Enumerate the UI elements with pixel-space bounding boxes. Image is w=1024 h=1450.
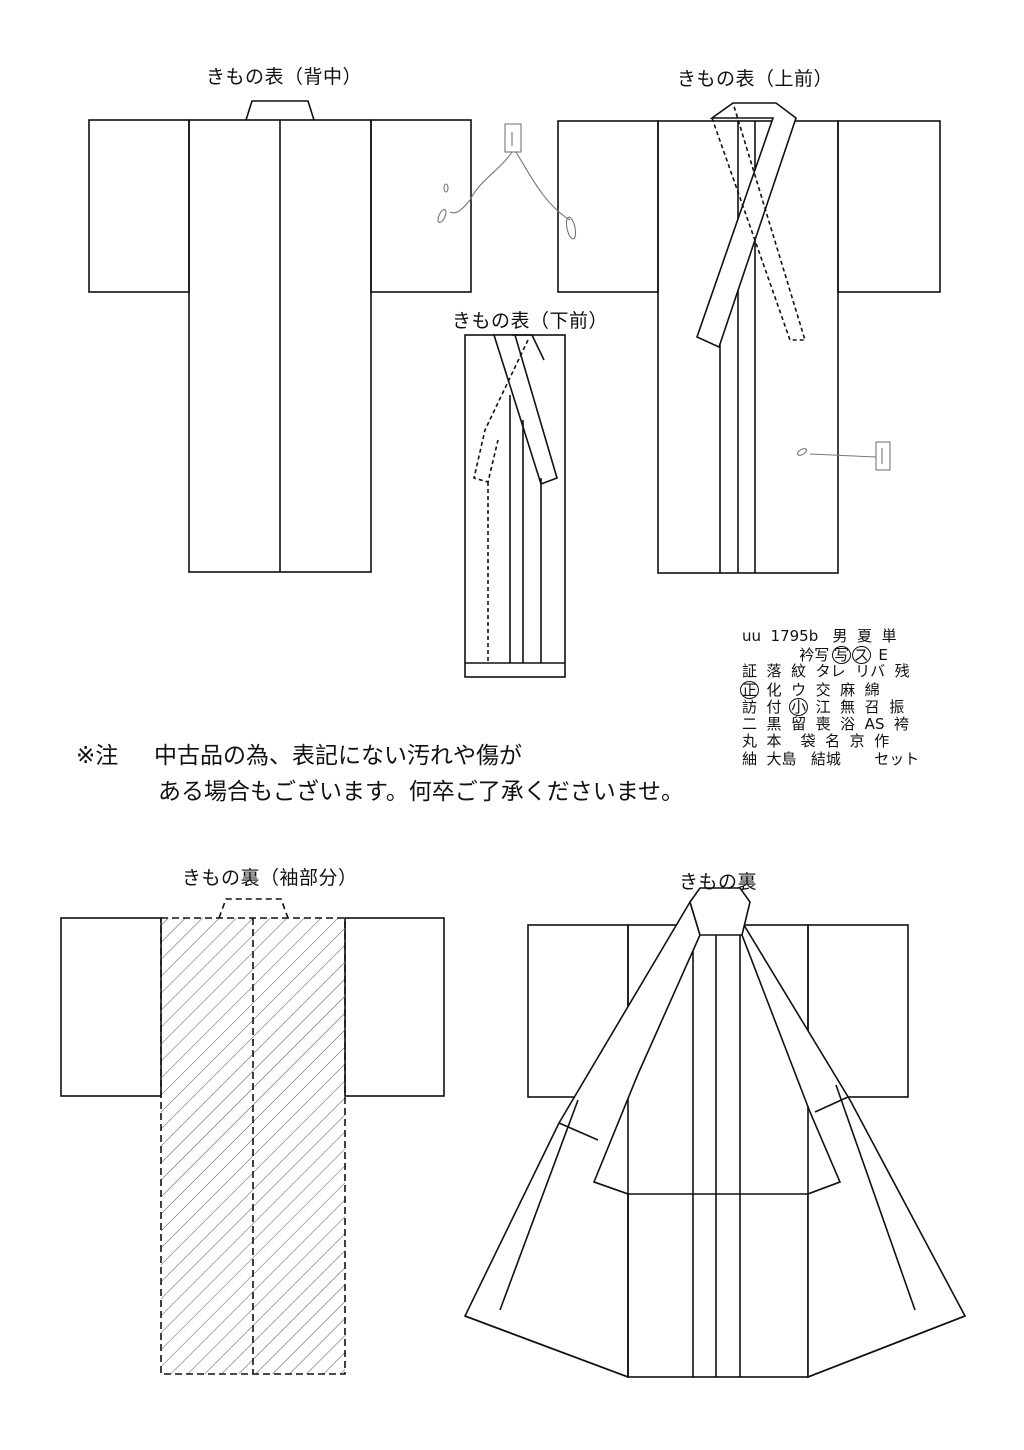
collar-inner [711, 102, 807, 341]
code-text: 衿写 [742, 645, 834, 664]
note-line-1: 中古品の為、表記にない汚れや傷が [154, 743, 522, 769]
code-row: 紬 大島 結城 セット [742, 749, 920, 768]
label-front-back: きもの表（背中） [206, 66, 363, 88]
right-sleeve [344, 917, 445, 1097]
code-row: 証 落 紋 タレ リバ 残 [742, 662, 910, 680]
open-front-right [729, 901, 967, 1379]
code-text: 訪 付 [742, 698, 792, 716]
usage-note: ※注 中古品の為、表記にない汚れや傷が ある場合もございます。何卒ご了承くださいま… [76, 738, 684, 810]
pencil-annotations [437, 123, 891, 471]
collar-fold [814, 1096, 849, 1113]
left-sleeve [60, 917, 162, 1097]
lining-collar [218, 898, 289, 919]
collar-band [512, 334, 545, 361]
left-sleeve [557, 120, 659, 293]
code-text: E [868, 645, 888, 664]
right-sleeve [837, 120, 941, 293]
label-front-upper: きもの表（上前） [677, 68, 834, 90]
body-panel [657, 120, 839, 574]
kimono-lining-sleeve-view [60, 898, 445, 1375]
front-seam [835, 1084, 916, 1311]
open-front-left [463, 900, 701, 1379]
code-row: 衿写 写 ス E [742, 645, 919, 664]
circled-mark: ス [851, 645, 871, 664]
label-lining: きもの裏 [679, 871, 758, 893]
kimono-upper-front-view [557, 102, 941, 574]
collar [689, 887, 751, 936]
sketch-tag [875, 441, 891, 471]
hem [807, 1315, 966, 1378]
back-collar [245, 100, 315, 121]
code-text: 化 ウ 交 麻 綿 [757, 680, 880, 699]
right-sleeve [807, 924, 909, 1098]
lining-waist [593, 1181, 841, 1195]
label-front-lower: きもの表（下前） [452, 310, 609, 332]
kimono-lining-view [463, 887, 967, 1379]
code-row: 丸 本 袋 名 京 作 [742, 732, 890, 750]
code-row: 訪 付 小 江 無 召 振 [742, 698, 919, 716]
code-row: 二 黒 留 喪 浴 AS 袴 [742, 714, 910, 733]
item-code-table: uu 1795b 男 夏 単 衿写 写 ス E 証 落 紋 タレ リバ 残 正 … [740, 627, 920, 768]
note-line-2: ある場合もございます。何卒ご了承くださいませ。 [158, 779, 685, 805]
hem [464, 1315, 629, 1378]
kimono-lower-front-view [464, 334, 566, 678]
label-lining-sleeve: きもの裏（袖部分） [182, 867, 358, 889]
code-text: 江 無 召 振 [806, 698, 905, 716]
circled-mark: 正 [740, 680, 759, 699]
collar-fold [558, 1122, 599, 1141]
collar-band [696, 102, 797, 349]
left-sleeve [88, 119, 190, 293]
note-mark: ※注 [76, 743, 119, 769]
code-row: uu 1795b 男 夏 単 [742, 627, 897, 645]
code-row: 正 化 ウ 交 麻 綿 [740, 680, 919, 699]
sketch-tag [504, 123, 522, 153]
circled-mark: 写 [832, 645, 851, 664]
kimono-back-view [88, 100, 472, 573]
collar-band [492, 334, 558, 486]
front-seam [499, 1099, 579, 1311]
right-sleeve [370, 119, 472, 293]
circled-mark: 小 [789, 698, 809, 716]
under-collar-dashed [473, 339, 529, 483]
